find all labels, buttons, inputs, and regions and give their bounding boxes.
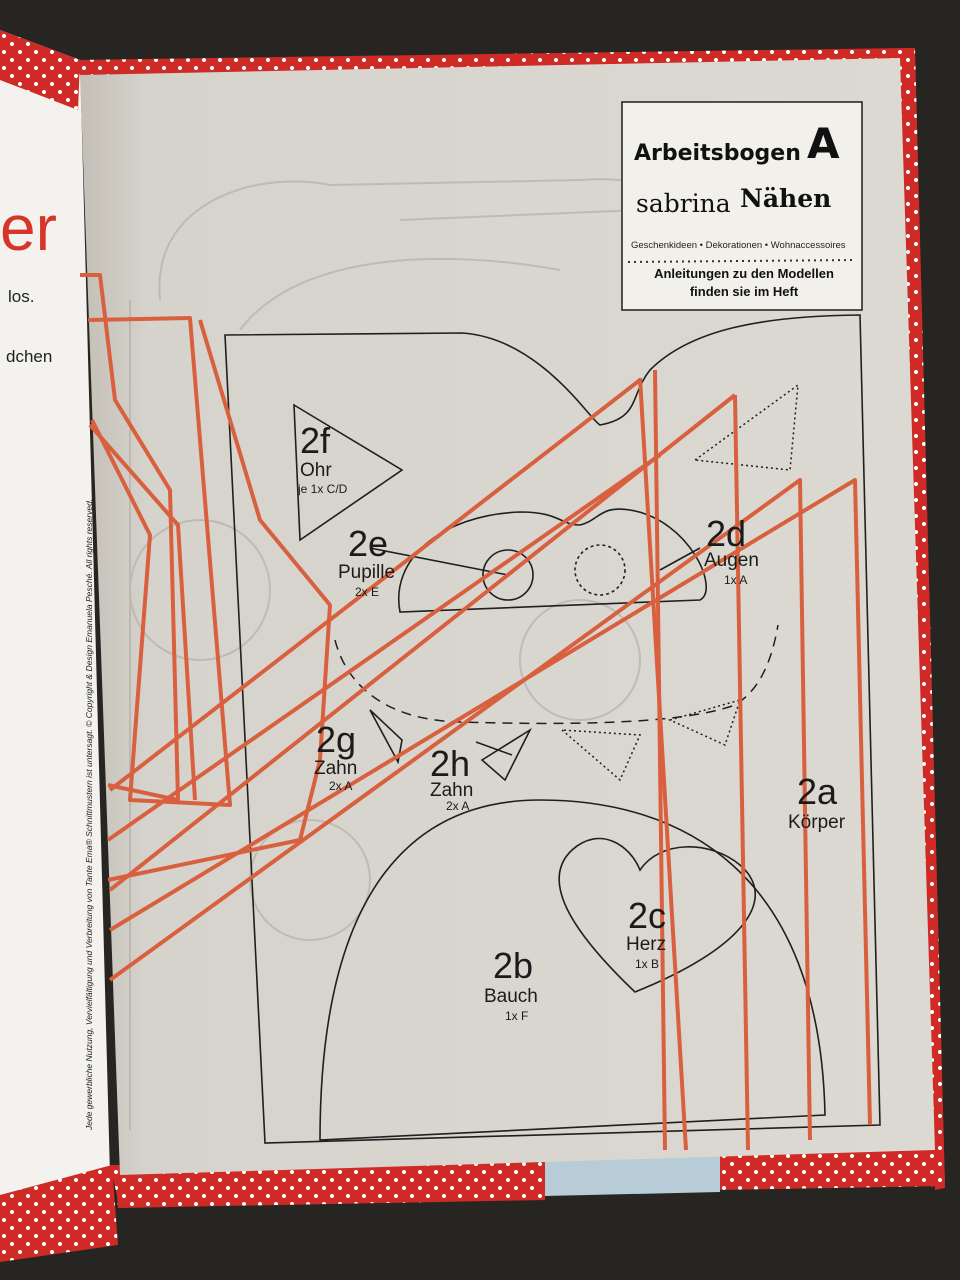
piece-2e-label: 2e Pupille 2x E — [338, 523, 395, 599]
polka-dot-border — [75, 48, 945, 1208]
piece-2c-outline — [558, 837, 757, 993]
piece-2h-number: 2h — [430, 743, 470, 784]
piece-2h-label: 2h Zahn 2x A — [430, 743, 473, 813]
red-marker-lines — [80, 273, 872, 1151]
pupil-circle-dashed — [574, 544, 626, 596]
piece-2c-number: 2c — [628, 895, 666, 936]
piece-2f-name: Ohr — [300, 460, 332, 481]
piece-2g-name: Zahn — [314, 758, 357, 779]
dashed-lines — [334, 383, 799, 782]
left-text-line-2: dchen — [6, 347, 52, 366]
worksheet-letter: A — [807, 119, 840, 168]
worksheet-header: Arbeitsbogen A sabrina Nähen Geschenkide… — [621, 101, 863, 311]
brand-light: sabrina — [636, 189, 731, 218]
piece-2e-number: 2e — [348, 523, 388, 564]
left-heading-fragment: er — [0, 192, 57, 264]
piece-2d-qty: 1x A — [724, 573, 747, 587]
pupil-circle — [482, 549, 534, 601]
piece-2b-outline — [319, 799, 826, 1141]
pattern-sheet — [80, 58, 935, 1175]
piece-2c-name: Herz — [626, 934, 666, 955]
piece-2a-label: 2a Körper — [788, 771, 846, 833]
piece-2b-number: 2b — [493, 945, 533, 986]
blue-tape — [545, 1150, 720, 1196]
piece-2g-label: 2g Zahn 2x A — [314, 719, 357, 793]
show-through — [129, 178, 721, 1130]
piece-2a-outline — [224, 314, 881, 1144]
piece-2d-label: 2d Augen 1x A — [704, 513, 759, 587]
piece-2g-number: 2g — [316, 719, 356, 760]
piece-2d-name: Augen — [704, 550, 759, 571]
piece-2d-number: 2d — [706, 513, 746, 554]
piece-2g-qty: 2x A — [329, 779, 352, 793]
worksheet-categories: Geschenkideen • Dekorationen • Wohnacces… — [631, 240, 846, 251]
piece-2b-label: 2b Bauch 1x F — [484, 945, 538, 1023]
left-text-line-1: los. — [8, 287, 34, 306]
brand-bold: Nähen — [740, 184, 831, 213]
worksheet-note-1: Anleitungen zu den Modellen — [654, 266, 834, 281]
piece-2a-number: 2a — [797, 771, 838, 812]
piece-2c-qty: 1x B — [635, 957, 659, 971]
piece-2e-qty: 2x E — [355, 585, 379, 599]
piece-2f-qty: je 1x C/D — [297, 482, 348, 496]
piece-2f-outline — [293, 403, 404, 542]
piece-2f-number: 2f — [300, 420, 331, 461]
piece-2b-name: Bauch — [484, 986, 538, 1007]
left-page: er los. dchen Jede gewerbliche Nutzung, … — [0, 30, 118, 1262]
piece-2h-name: Zahn — [430, 780, 473, 801]
piece-2a-name: Körper — [788, 812, 846, 833]
worksheet-title: Arbeitsbogen — [634, 141, 801, 166]
piece-2c-label: 2c Herz 1x B — [626, 895, 666, 971]
piece-2f-label: 2f Ohr je 1x C/D — [297, 420, 348, 496]
worksheet-note-2: finden sie im Heft — [690, 284, 799, 299]
piece-2e-name: Pupille — [338, 562, 395, 583]
piece-2b-qty: 1x F — [505, 1009, 528, 1023]
piece-2h-qty: 2x A — [446, 799, 469, 813]
copyright-note: Jede gewerbliche Nutzung, Vervielfältigu… — [84, 499, 94, 1131]
